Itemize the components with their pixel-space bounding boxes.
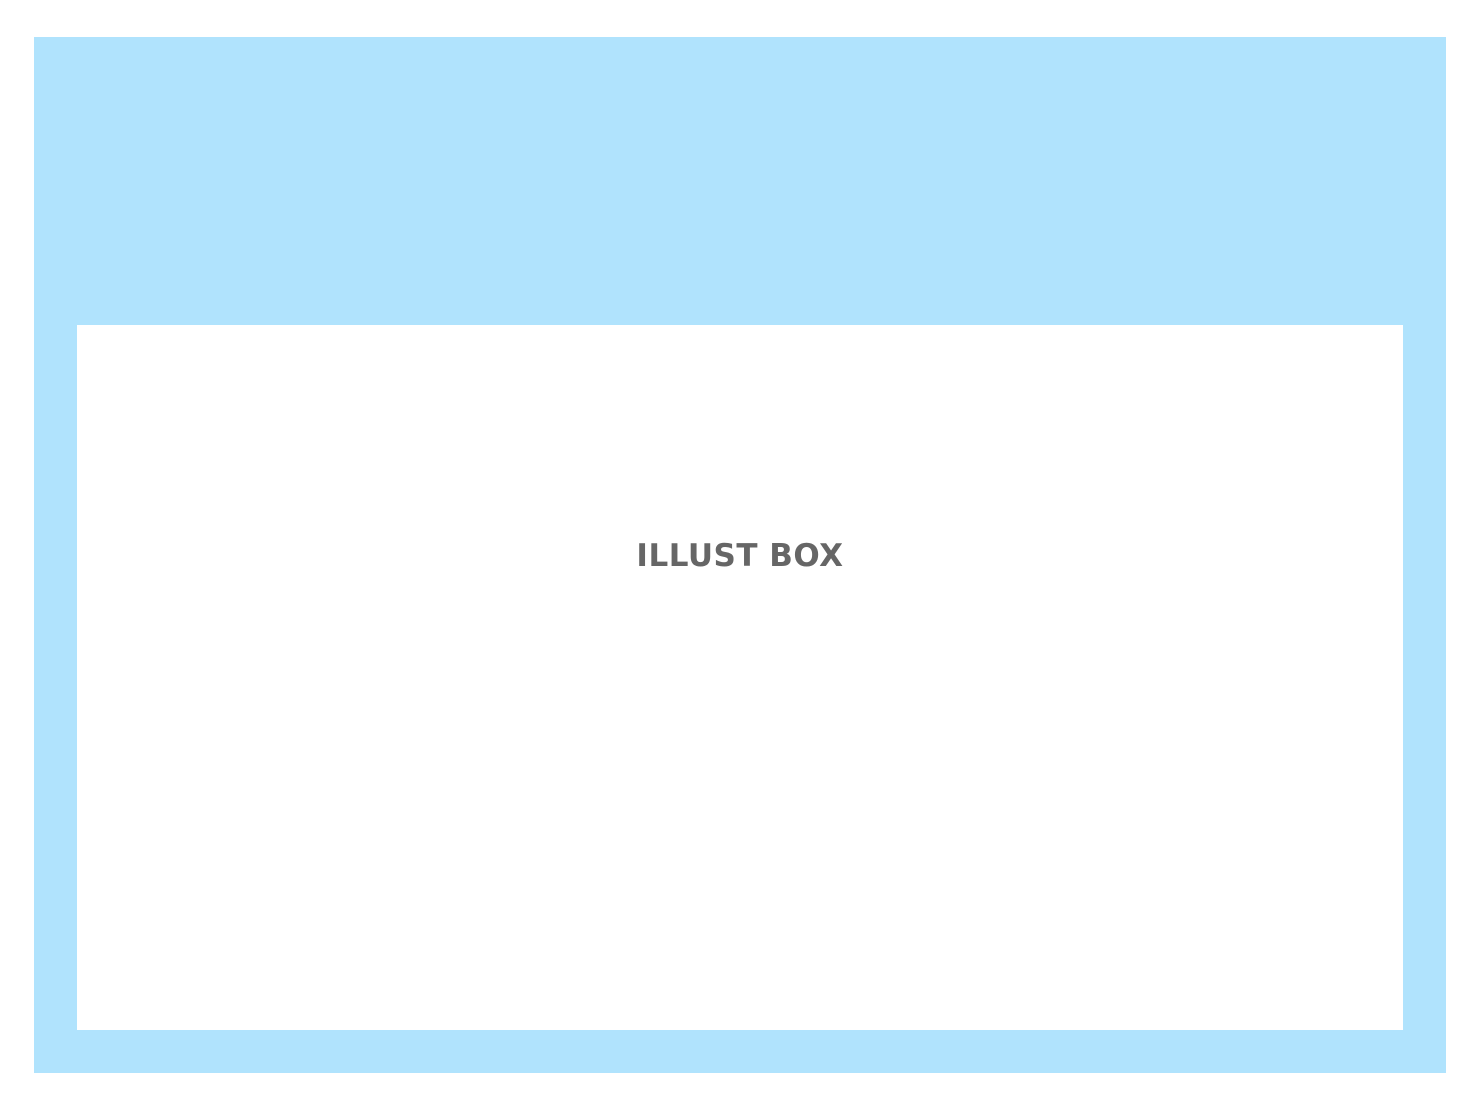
blue-frame: ILLUST BOX — [34, 37, 1446, 1073]
watermark-logo: ILLUST BOX — [636, 538, 844, 574]
white-panel: ILLUST BOX — [77, 325, 1403, 1030]
